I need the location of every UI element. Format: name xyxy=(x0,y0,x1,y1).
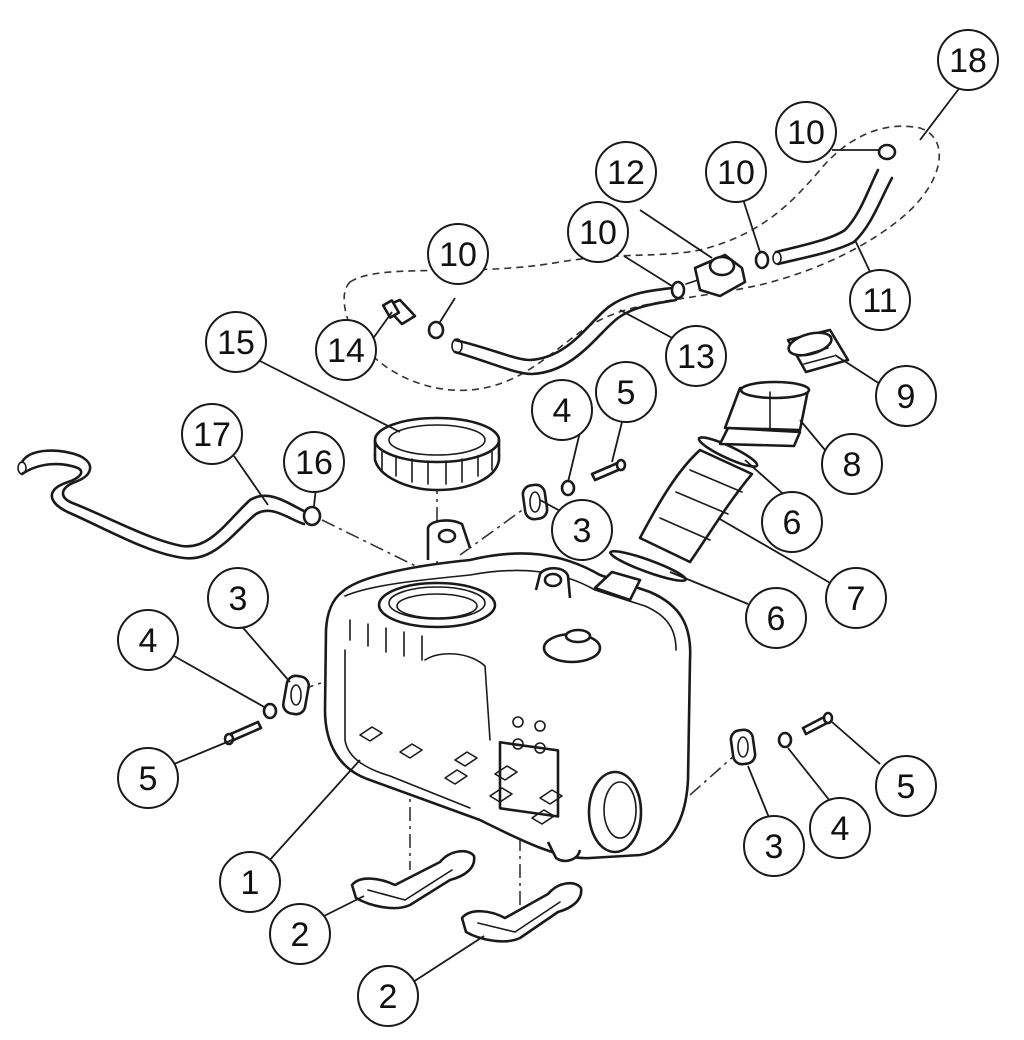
callout-4: 4 xyxy=(809,797,871,859)
washer-4 xyxy=(560,479,576,497)
callout-10: 10 xyxy=(427,223,489,285)
callout-11: 11 xyxy=(849,269,911,331)
callout-10: 10 xyxy=(567,201,629,263)
fuel-hose-11 xyxy=(772,168,894,266)
hose-clamp-10 xyxy=(754,250,770,270)
fuel-cap-9 xyxy=(786,328,850,374)
tank-bracket-2 xyxy=(350,849,476,910)
callout-12: 12 xyxy=(595,141,657,203)
svg-text:10: 10 xyxy=(439,236,477,274)
svg-text:7: 7 xyxy=(847,580,866,618)
svg-text:1: 1 xyxy=(241,864,260,902)
tank-bracket-2 xyxy=(460,881,583,943)
svg-text:18: 18 xyxy=(949,42,987,80)
fuel-hose-13 xyxy=(451,286,678,376)
svg-text:5: 5 xyxy=(139,760,158,798)
rubber-grommet-3 xyxy=(729,728,757,766)
svg-text:8: 8 xyxy=(843,446,862,484)
callout-10: 10 xyxy=(705,141,767,203)
svg-text:10: 10 xyxy=(717,154,755,192)
svg-text:17: 17 xyxy=(193,416,231,454)
lock-ring-15 xyxy=(373,416,501,492)
hose-clamp-6 xyxy=(697,436,759,468)
svg-text:2: 2 xyxy=(379,978,398,1016)
hose-fitting-14 xyxy=(381,298,417,326)
callout-3: 3 xyxy=(551,499,613,561)
callout-4: 4 xyxy=(531,379,593,441)
callout-3: 3 xyxy=(743,815,805,877)
svg-text:6: 6 xyxy=(783,504,802,542)
vent-hose-17 xyxy=(17,449,308,560)
callout-7: 7 xyxy=(825,567,887,629)
callout-6: 6 xyxy=(761,491,823,553)
bolt-5 xyxy=(590,458,627,482)
callout-15: 15 xyxy=(205,311,267,373)
washer-4 xyxy=(777,731,793,749)
callout-5: 5 xyxy=(595,361,657,423)
filler-hose-7 xyxy=(638,448,754,564)
callout-4: 4 xyxy=(117,609,179,671)
bolt-5 xyxy=(801,711,834,736)
hose-clamp-10 xyxy=(427,320,445,340)
svg-text:16: 16 xyxy=(295,444,333,482)
svg-text:4: 4 xyxy=(553,392,572,430)
callout-5: 5 xyxy=(875,755,937,817)
svg-text:9: 9 xyxy=(897,378,916,416)
callout-13: 13 xyxy=(665,325,727,387)
bolt-5 xyxy=(223,720,263,746)
svg-text:5: 5 xyxy=(617,374,636,412)
svg-text:3: 3 xyxy=(229,580,248,618)
svg-text:15: 15 xyxy=(217,324,255,362)
svg-text:10: 10 xyxy=(579,214,617,252)
svg-text:6: 6 xyxy=(767,600,786,638)
rubber-grommet-3 xyxy=(281,674,311,716)
svg-text:4: 4 xyxy=(831,810,850,848)
svg-text:5: 5 xyxy=(897,768,916,806)
alignment-line xyxy=(689,754,736,796)
callout-8: 8 xyxy=(821,433,883,495)
callout-9: 9 xyxy=(875,365,937,427)
washer-4 xyxy=(262,702,278,720)
callout-10: 10 xyxy=(775,101,837,163)
hose-clamp-16 xyxy=(302,505,322,527)
svg-text:12: 12 xyxy=(607,154,645,192)
fuel-tank-1 xyxy=(323,519,692,863)
callout-1: 1 xyxy=(219,851,281,913)
filler-neck-8 xyxy=(718,380,811,448)
svg-text:4: 4 xyxy=(139,622,158,660)
hose-clamp-6 xyxy=(609,549,687,583)
rubber-grommet-3 xyxy=(521,483,549,521)
callout-18: 18 xyxy=(937,29,999,91)
callout-17: 17 xyxy=(181,403,243,465)
callout-2: 2 xyxy=(269,903,331,965)
fuel-filter-12 xyxy=(685,253,747,298)
svg-text:3: 3 xyxy=(765,828,784,866)
callout-6: 6 xyxy=(745,587,807,649)
hose-clamp-10 xyxy=(670,280,686,300)
hose-clamp-10 xyxy=(877,143,897,161)
hose-kit-group-outline xyxy=(343,125,941,392)
svg-text:13: 13 xyxy=(677,338,715,376)
callout-2: 2 xyxy=(357,965,419,1027)
callout-14: 14 xyxy=(315,319,377,381)
svg-text:11: 11 xyxy=(862,282,897,320)
svg-text:3: 3 xyxy=(573,512,592,550)
callout-16: 16 xyxy=(283,431,345,493)
callout-3: 3 xyxy=(207,567,269,629)
callout-5: 5 xyxy=(117,747,179,809)
svg-text:10: 10 xyxy=(787,114,825,152)
svg-text:2: 2 xyxy=(291,916,310,954)
svg-text:14: 14 xyxy=(327,332,365,370)
